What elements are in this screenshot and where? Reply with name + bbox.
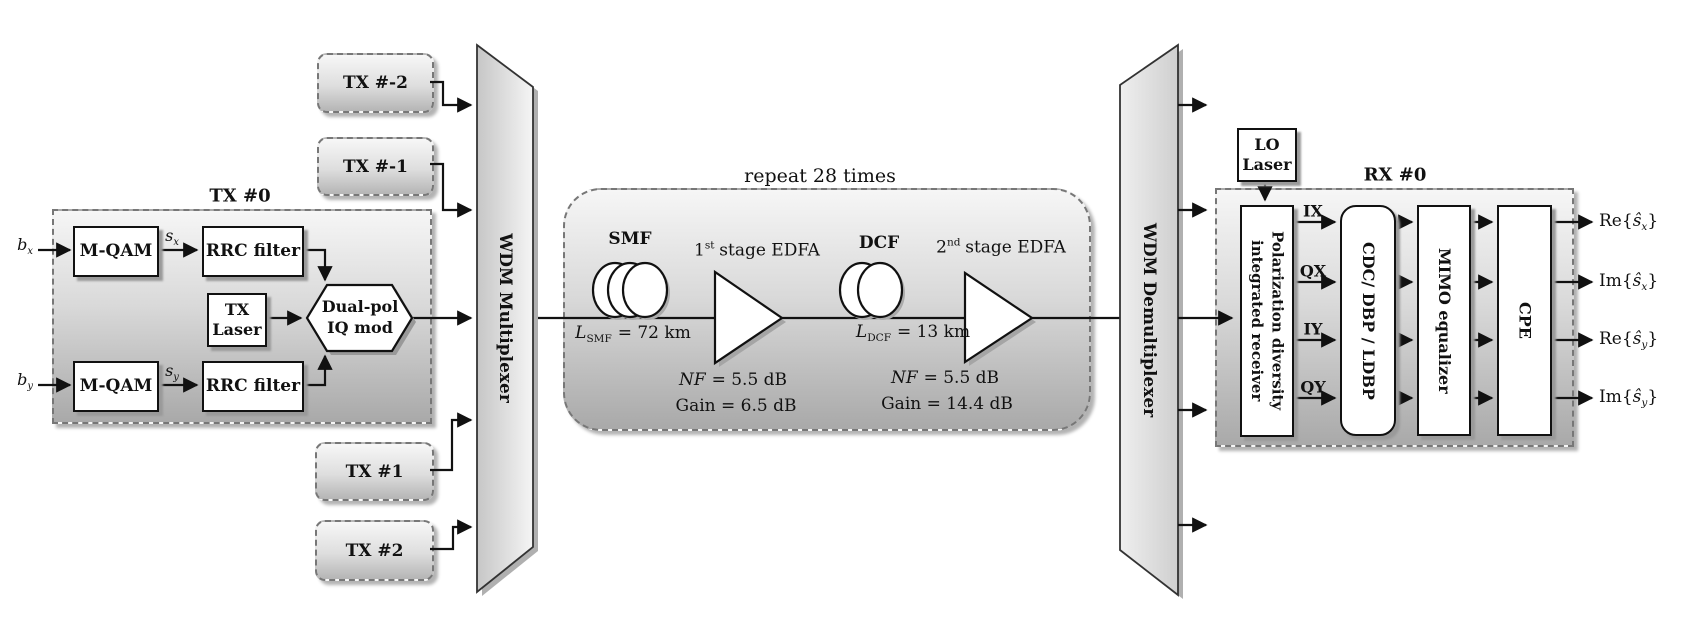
signal-ix-label: IX [1303, 201, 1323, 221]
dcf-length-label: LDCF= 13 km [855, 321, 971, 345]
edfa1-nf-label: NF= 5.5 dB [678, 370, 788, 390]
rx0-title: RX #0 [1363, 164, 1427, 186]
rrc-bottom-box: RRC filter [202, 361, 304, 412]
smf-label: SMF [608, 229, 652, 249]
tx-minus2-box: TX #-2 [317, 53, 434, 113]
iq-mod-hexagon [305, 283, 416, 355]
wdm-multiplexer-shape [476, 43, 538, 596]
mimo-equalizer-box: MIMO equalizer [1417, 205, 1471, 436]
wdm-demultiplexer-shape [1119, 43, 1183, 599]
cpe-box: CPE [1497, 205, 1552, 436]
tx0-wires [38, 242, 473, 393]
polarization-receiver-box: Polarization diversity integrated receiv… [1240, 205, 1294, 437]
edfa2-nf-label: NF= 5.5 dB [890, 368, 1000, 388]
smf-coil [591, 261, 670, 320]
output-re-sy-label: Re{ŝy} [1599, 328, 1659, 352]
repeat-label: repeat 28 times [744, 165, 896, 187]
tx-minus2-label: TX #-2 [343, 73, 408, 93]
edfa1-gain-label: Gain = 6.5 dB [675, 396, 797, 416]
output-im-sy-label: Im{ŝy} [1599, 386, 1659, 410]
mqam-top-box: M-QAM [73, 226, 159, 277]
signal-qx-label: QX [1299, 261, 1327, 281]
output-re-sx-label: Re{ŝx} [1599, 210, 1659, 234]
tx-plus2-box: TX #2 [315, 520, 434, 581]
tx-plus2-label: TX #2 [345, 540, 404, 561]
edfa2-gain-label: Gain = 14.4 dB [881, 394, 1013, 414]
tx-minus1-box: TX #-1 [317, 137, 434, 196]
wdm-multiplexer-label: WDM Multiplexer [495, 233, 515, 403]
bx-input-label: bx [17, 234, 33, 258]
dcf-coil [838, 261, 905, 320]
signal-qy-label: QY [1300, 377, 1326, 397]
sx-signal-label: sx [165, 225, 179, 249]
dcf-label: DCF [858, 233, 900, 253]
signal-iy-label: IY [1303, 319, 1323, 339]
tx-minus1-label: TX #-1 [343, 156, 408, 177]
output-im-sx-label: Im{ŝx} [1599, 270, 1659, 294]
mux-input-wires [430, 80, 473, 551]
tx-plus1-label: TX #1 [345, 461, 404, 482]
edfa2-triangle [963, 270, 1036, 366]
wdm-demultiplexer-label: WDM Demultiplexer [1139, 222, 1159, 418]
mqam-bottom-box: M-QAM [73, 361, 159, 412]
sy-signal-label: sy [165, 360, 179, 384]
edfa1-triangle [713, 269, 786, 367]
tx0-title: TX #0 [209, 185, 271, 207]
by-input-label: by [17, 369, 33, 393]
rx0-wires [1257, 178, 1594, 406]
cdc-dbp-ldbp-box: CDC/ DBP / LDBP [1340, 205, 1396, 436]
rrc-top-box: RRC filter [202, 226, 304, 277]
smf-length-label: LSMF= 72 km [575, 322, 691, 346]
demux-output-wires [1178, 97, 1234, 533]
tx-plus1-box: TX #1 [315, 442, 434, 501]
